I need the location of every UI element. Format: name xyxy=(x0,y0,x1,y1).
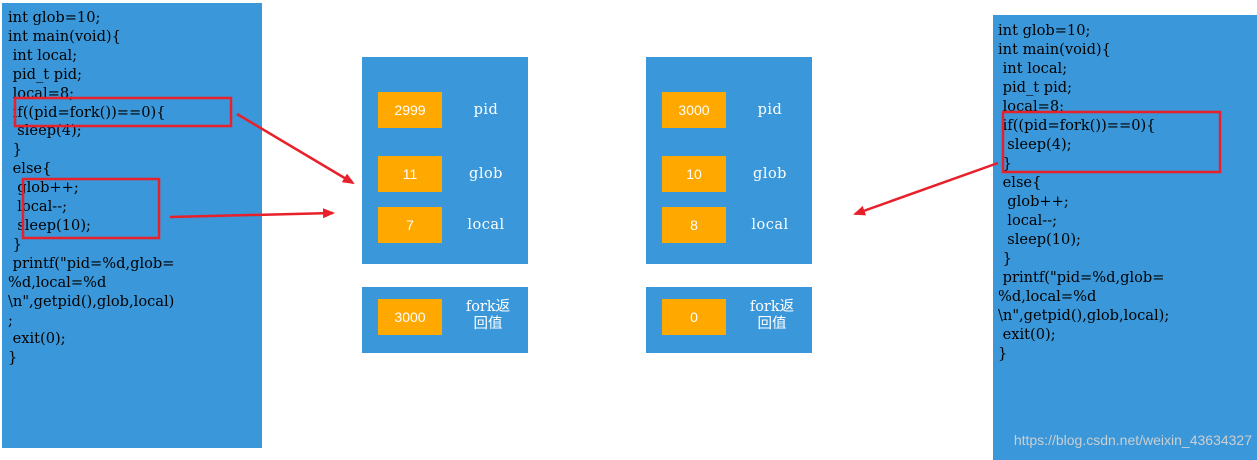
parent-code-line: int glob=10; xyxy=(8,9,101,26)
parent-code-line: int main(void){ xyxy=(8,27,121,45)
parent-code-line: \n",getpid(),glob,local) xyxy=(8,292,175,310)
parent-memory-panel: 2999 pid 11 glob 7 local xyxy=(362,57,528,264)
parent-glob-label: glob xyxy=(469,166,503,182)
child-code-line: int main(void){ xyxy=(998,41,1111,58)
child-fork-return-value: 0 xyxy=(662,299,726,335)
child-pid-label: pid xyxy=(757,102,783,118)
parent-code-line: else{ xyxy=(8,160,52,178)
child-code-panel: int glob=10; int main(void){ int local; … xyxy=(993,15,1257,460)
parent-fork-return-value: 3000 xyxy=(378,299,442,335)
parent-code-line: ; xyxy=(8,311,13,329)
child-code-line: glob++; xyxy=(998,193,1069,210)
child-code-line: } xyxy=(998,155,1012,172)
parent-code-line: sleep(4); xyxy=(8,122,82,140)
child-fork-return-label-line2: 回值 xyxy=(757,316,787,332)
parent-code-panel: int glob=10; int main(void){ int local; … xyxy=(2,3,262,448)
child-source-code: int glob=10; int main(void){ int local; … xyxy=(998,21,1257,363)
child-pid-row: 3000 pid xyxy=(646,92,812,128)
parent-code-line: if((pid=fork())==0){ xyxy=(8,103,166,121)
arrow-child-if-to-child-memory xyxy=(853,161,999,216)
child-code-line: printf("pid=%d,glob= xyxy=(998,269,1165,286)
parent-fork-return-panel: 3000 fork返 回值 xyxy=(362,287,528,353)
parent-code-line: int local; xyxy=(8,46,78,64)
child-code-line: sleep(10); xyxy=(998,231,1081,248)
child-pid-value: 3000 xyxy=(662,92,726,128)
parent-code-line: } xyxy=(8,349,18,367)
child-glob-value: 10 xyxy=(662,156,726,192)
watermark-text: https://blog.csdn.net/weixin_43634327 xyxy=(1013,432,1252,448)
parent-pid-row: 2999 pid xyxy=(362,92,528,128)
parent-code-line: %d,local=%d xyxy=(8,273,107,291)
child-code-line: else{ xyxy=(998,174,1042,191)
child-fork-return-label-line1: fork返 xyxy=(749,299,795,315)
parent-local-row: 7 local xyxy=(362,207,528,243)
parent-glob-value: 11 xyxy=(378,156,442,192)
parent-fork-return-label: fork返 回值 xyxy=(454,299,522,333)
child-code-line: exit(0); xyxy=(998,326,1056,343)
child-glob-label: glob xyxy=(753,166,787,182)
child-fork-return-panel: 0 fork返 回值 xyxy=(646,287,812,353)
child-code-line: local=8; xyxy=(998,98,1065,115)
parent-code-line: local=8; xyxy=(8,84,75,102)
child-local-label: local xyxy=(751,217,789,233)
child-memory-panel: 3000 pid 10 glob 8 local xyxy=(646,57,812,264)
parent-code-line: printf("pid=%d,glob= xyxy=(8,254,175,272)
parent-fork-return-label-line2: 回值 xyxy=(473,316,503,332)
parent-source-code: int glob=10; int main(void){ int local; … xyxy=(8,9,262,368)
child-code-line: int glob=10; xyxy=(998,22,1091,39)
parent-local-value: 7 xyxy=(378,207,442,243)
child-code-line: pid_t pid; xyxy=(998,79,1073,96)
parent-pid-label: pid xyxy=(473,102,499,118)
parent-code-line: exit(0); xyxy=(8,330,66,348)
child-code-line: } xyxy=(998,250,1012,267)
child-local-value: 8 xyxy=(662,207,726,243)
child-local-row: 8 local xyxy=(646,207,812,243)
parent-fork-return-row: 3000 xyxy=(362,299,528,335)
child-code-line: \n",getpid(),glob,local); xyxy=(998,307,1170,324)
child-code-line: %d,local=%d xyxy=(998,288,1097,305)
child-code-line: if((pid=fork())==0){ xyxy=(998,117,1156,134)
parent-pid-value: 2999 xyxy=(378,92,442,128)
child-fork-return-row: 0 xyxy=(646,299,812,335)
parent-code-line: } xyxy=(8,235,22,253)
parent-code-line: glob++; xyxy=(8,179,79,197)
parent-glob-row: 11 glob xyxy=(362,156,528,192)
child-code-line: local--; xyxy=(998,212,1058,229)
child-glob-row: 10 glob xyxy=(646,156,812,192)
parent-code-line: local--; xyxy=(8,198,68,216)
child-code-line: } xyxy=(998,345,1008,362)
child-code-line: int local; xyxy=(998,60,1068,77)
parent-code-line: sleep(10); xyxy=(8,216,91,234)
parent-fork-return-label-line1: fork返 xyxy=(465,299,511,315)
parent-local-label: local xyxy=(467,217,505,233)
child-fork-return-label: fork返 回值 xyxy=(738,299,806,333)
child-code-line: sleep(4); xyxy=(998,136,1072,153)
parent-code-line: } xyxy=(8,141,22,159)
parent-code-line: pid_t pid; xyxy=(8,65,83,83)
